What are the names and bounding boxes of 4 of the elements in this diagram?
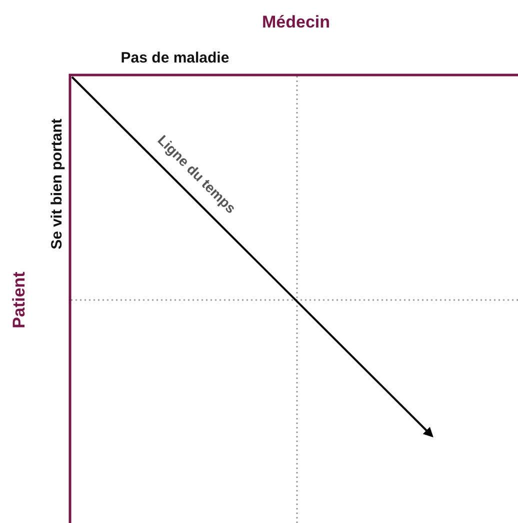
axis-title: Patient xyxy=(10,272,28,328)
axis-label: Se vit bien portant xyxy=(50,118,64,250)
axis-title: Médecin xyxy=(262,14,330,30)
axis-label: Pas de maladie xyxy=(120,50,230,66)
